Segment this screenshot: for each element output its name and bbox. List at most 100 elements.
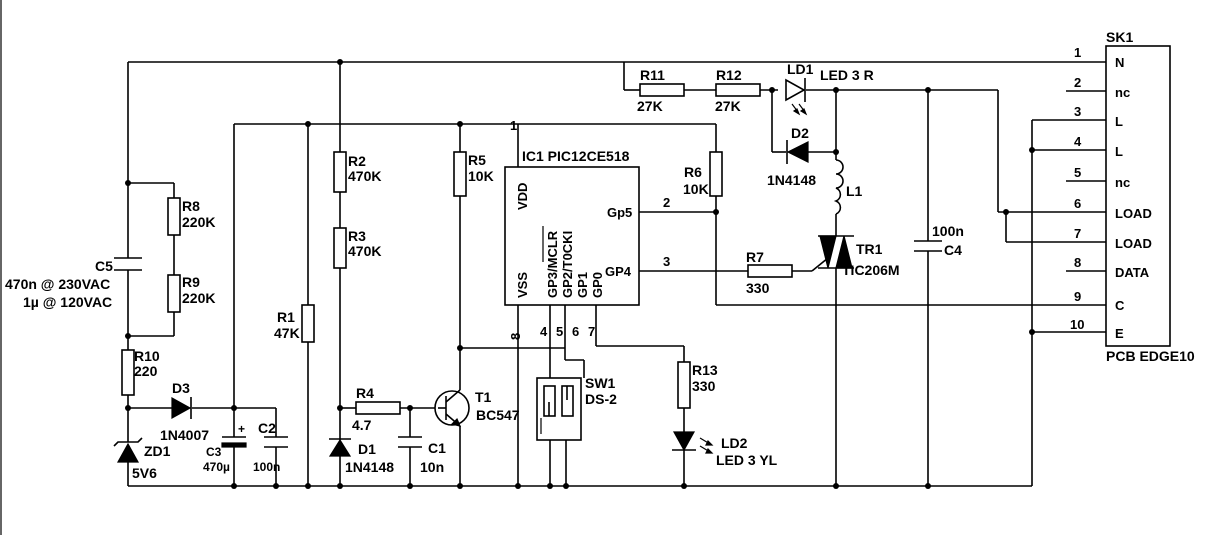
- sk1-pin-4-label: L: [1115, 144, 1123, 159]
- sk1-name: PCB EDGE10: [1106, 348, 1195, 364]
- diode-d3: [171, 396, 192, 420]
- c3-ref: C3: [206, 445, 222, 459]
- r5-ref: R5: [468, 152, 486, 168]
- ic1-pin-gp1: GP1: [575, 272, 590, 298]
- resistor-r13: [677, 361, 691, 409]
- resistor-r3: [333, 227, 347, 269]
- triac-tr1: [818, 235, 854, 269]
- r1-ref: R1: [277, 309, 295, 325]
- r1-value: 47K: [274, 325, 300, 341]
- led-ld2: [672, 431, 714, 454]
- r13-ref: R13: [692, 362, 718, 378]
- sk1-pin-10-num: 10: [1070, 317, 1084, 332]
- resistor-r7: [747, 264, 793, 278]
- sk1-pin-3-num: 3: [1074, 104, 1081, 119]
- c5-ref: C5: [95, 258, 113, 274]
- sk1-pin-5-label: nc: [1115, 175, 1130, 190]
- ic1-pin-gp4: GP4: [605, 264, 632, 279]
- ld2-value: LED 3 YL: [716, 452, 778, 468]
- junction-dots: [125, 59, 1035, 489]
- ic1-pin-gp0: GP0: [590, 272, 605, 298]
- sk1-pin-9-label: C: [1115, 298, 1125, 313]
- sk1-pin-6-num: 6: [1074, 196, 1081, 211]
- r3-ref: R3: [348, 228, 366, 244]
- resistor-r1: [301, 304, 315, 343]
- r8-ref: R8: [182, 198, 200, 214]
- d2-value: 1N4148: [767, 172, 816, 188]
- r2-ref: R2: [348, 153, 366, 169]
- r10-ref: R10: [134, 348, 160, 364]
- sk1-pin-3-label: L: [1115, 114, 1123, 129]
- tr1-value: TIC206M: [842, 262, 900, 278]
- resistor-r5: [453, 151, 467, 197]
- resistor-r10: [121, 349, 135, 396]
- sk1-pin-7-label: LOAD: [1115, 236, 1152, 251]
- sk1-pin-9-num: 9: [1074, 289, 1081, 304]
- sk1-pin-4-num: 4: [1074, 134, 1082, 149]
- sk1-pin-2-num: 2: [1074, 75, 1081, 90]
- sk1-pin-1-num: 1: [1074, 45, 1081, 60]
- r11-ref: R11: [640, 67, 665, 83]
- capacitor-c5: [114, 257, 142, 271]
- ic1-pin-3-num: 3: [663, 254, 670, 269]
- r7-ref: R7: [746, 249, 764, 265]
- resistor-r6: [709, 151, 723, 197]
- d3-ref: D3: [172, 380, 190, 396]
- r5-value: 10K: [468, 168, 494, 184]
- resistor-r12: [715, 83, 761, 97]
- r4-value: 4.7: [352, 417, 372, 433]
- resistor-r2: [333, 151, 347, 193]
- l1-ref: L1: [846, 183, 863, 199]
- r11-value: 27K: [637, 98, 663, 114]
- capacitor-c2: [264, 436, 288, 448]
- d3-value: 1N4007: [160, 427, 209, 443]
- ic1-pin-8-num: 8: [508, 333, 523, 340]
- sk1-ref: SK1: [1106, 29, 1133, 45]
- sw1-ref: SW1: [585, 375, 616, 391]
- r10-value: 220: [134, 363, 158, 379]
- c3-plus: +: [238, 422, 245, 436]
- diode-d1: [328, 438, 352, 457]
- sk1-pin-5-num: 5: [1074, 165, 1081, 180]
- capacitor-c1: [398, 436, 422, 448]
- c1-ref: C1: [428, 440, 446, 456]
- capacitor-c4: [914, 240, 942, 252]
- sk1-pin-6-label: LOAD: [1115, 206, 1152, 221]
- r2-value: 470K: [348, 168, 381, 184]
- c5-value-120v: 1µ @ 120VAC: [23, 294, 112, 310]
- r6-ref: R6: [684, 164, 702, 180]
- ic1-pin-gp2: GP2/T0CKI: [560, 231, 575, 298]
- t1-value: BC547: [476, 407, 520, 423]
- d2-ref: D2: [791, 125, 809, 141]
- ic1-pin-7-num: 7: [588, 324, 595, 339]
- c5-value-230v: 470n @ 230VAC: [5, 276, 110, 292]
- r7-value: 330: [746, 280, 770, 296]
- resistor-r9: [167, 274, 181, 313]
- inductor-l1: [833, 159, 844, 215]
- resistor-r4: [355, 401, 401, 415]
- resistor-r11: [639, 83, 685, 97]
- r8-value: 220K: [182, 214, 215, 230]
- resistor-r8: [167, 197, 181, 236]
- d1-ref: D1: [358, 441, 376, 457]
- ic1-pin-6-num: 6: [572, 324, 579, 339]
- c2-ref: C2: [258, 420, 276, 436]
- connector-sk1-body: [1105, 45, 1171, 347]
- sk1-pin-8-num: 8: [1074, 255, 1081, 270]
- ic1-pin-5-num: 5: [556, 324, 563, 339]
- ic1-pin-2-num: 2: [663, 195, 670, 210]
- r12-value: 27K: [715, 98, 741, 114]
- sk1-pin-1-label: N: [1115, 55, 1124, 70]
- c3-value: 470µ: [203, 460, 230, 474]
- dip-switch-sw1: [536, 377, 582, 441]
- tr1-ref: TR1: [856, 241, 883, 257]
- c4-ref: C4: [944, 242, 962, 258]
- sw1-value: DS-2: [585, 391, 617, 407]
- sk1-pin-10-label: E: [1115, 326, 1124, 341]
- sk1-pin-2-label: nc: [1115, 85, 1130, 100]
- r3-value: 470K: [348, 243, 381, 259]
- ic1-pin-4-num: 4: [540, 324, 548, 339]
- sk1-pin-8-label: DATA: [1115, 265, 1150, 280]
- c4-value: 100n: [932, 223, 964, 239]
